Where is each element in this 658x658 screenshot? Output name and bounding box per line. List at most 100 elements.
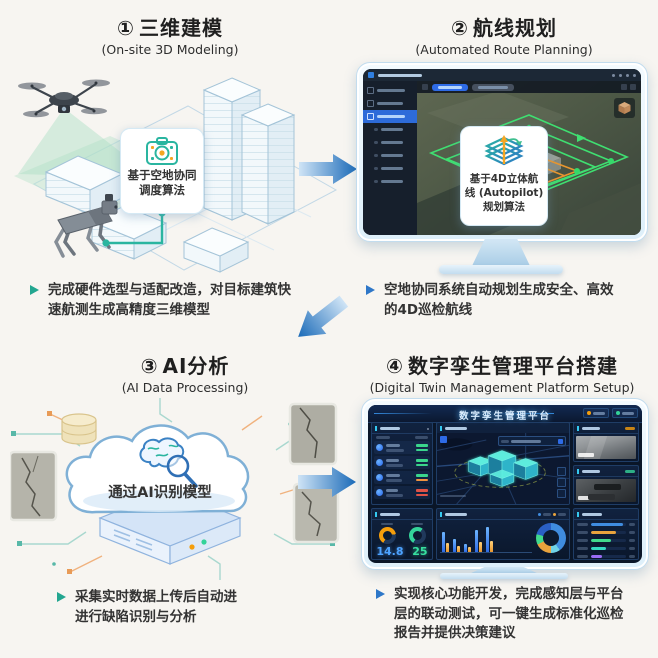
zoom-out-button[interactable] [557, 478, 566, 487]
toolbar-icon[interactable] [422, 84, 428, 90]
panel-camera-2 [573, 465, 639, 505]
card2-label-line3: 规划算法 [483, 201, 525, 213]
header-button-settings[interactable] [612, 408, 638, 418]
bullet-marker-icon [57, 592, 66, 602]
sidebar-subitem[interactable] [363, 136, 417, 149]
layer-select-button[interactable] [472, 83, 514, 91]
dashboard-screen: 数字孪生管理平台 [368, 405, 642, 563]
stat-value-2: 25 [412, 545, 428, 558]
card1-label-line2: 调度算法 [139, 183, 185, 197]
list-item[interactable] [374, 486, 430, 499]
map-zoom-controls[interactable] [557, 467, 566, 498]
scheduling-algorithm-card: 基于空地协同 调度算法 [120, 128, 204, 214]
flow-arrow-3 [298, 463, 356, 501]
bullet3-line1: 采集实时数据上传后自动进 [75, 589, 237, 605]
toolbar-icon[interactable] [630, 84, 636, 90]
dashboard-title: 数字孪生管理平台 [458, 411, 551, 422]
viewport-toolbar [417, 81, 641, 93]
topbar-icon[interactable] [619, 73, 622, 77]
bullet-marker-icon [30, 285, 39, 295]
monitor2-stand [472, 239, 530, 266]
sidebar-subitem[interactable] [363, 149, 417, 162]
ai-analysis-illustration [10, 398, 340, 580]
view-gizmo[interactable] [614, 98, 635, 118]
magnifier-icon [166, 454, 198, 488]
section4-bullet: 实现核心功能开发，完成感知层与平台 层的联动测试，可一键生成标准化巡检 报告并提… [376, 585, 651, 644]
topbar-icon[interactable] [612, 73, 615, 77]
dashboard-body: 14.8 25 [371, 422, 639, 560]
app-logo-icon [368, 72, 374, 78]
flow-arrow-icon [298, 295, 349, 337]
zoom-in-button[interactable] [557, 467, 566, 476]
crack-photo-2 [288, 402, 338, 466]
header-button-alerts[interactable] [583, 408, 609, 418]
gauge-orange [378, 527, 396, 544]
toolbar-icon[interactable] [621, 84, 627, 90]
topbar-icon[interactable] [633, 73, 636, 77]
progress-row [574, 537, 638, 544]
card2-label-line2: 线 (Autopilot) [464, 187, 544, 199]
bullet-marker-icon [366, 285, 375, 295]
card2-label-line1: 基于4D立体航 [469, 173, 539, 185]
sidebar-subitem[interactable] [363, 123, 417, 136]
sidebar-item[interactable] [363, 97, 417, 110]
panel-header [574, 509, 638, 520]
digital-twin-monitor: 数字孪生管理平台 [361, 398, 649, 570]
app-topbar [363, 69, 641, 81]
route-mode-button[interactable] [432, 83, 468, 91]
bullet4-line1: 实现核心功能开发，完成感知层与平台 [394, 586, 624, 602]
layers-route-icon [484, 135, 524, 166]
bar-chart [440, 522, 532, 553]
database-cylinder-icon [61, 413, 97, 445]
panel-device-stats: 14.8 25 [371, 508, 433, 560]
panel-analytics-chart [436, 508, 570, 560]
section4-number: ④ [386, 354, 404, 378]
flow-arrow-1 [299, 150, 357, 188]
section1-bullet: 完成硬件选型与适配改造，对目标建筑快 速航测生成高精度三维模型 [30, 281, 335, 320]
section2-number: ② [451, 16, 469, 40]
sidebar-subitem[interactable] [363, 162, 417, 175]
progress-row [574, 553, 638, 559]
city-map[interactable] [437, 433, 569, 504]
bullet-marker-icon [376, 589, 385, 599]
section2-bullet: 空地协同系统自动规划生成安全、高效 的4D巡检航线 [366, 281, 656, 320]
feed-caption [578, 453, 594, 457]
route-algorithm-card: 基于4D立体航 线 (Autopilot) 规划算法 [460, 126, 548, 226]
topbar-icon[interactable] [626, 73, 629, 77]
panel-camera-1 [573, 422, 639, 462]
stat-value-1: 14.8 [376, 545, 404, 558]
device-icon [376, 459, 383, 466]
sidebar-item-active[interactable] [363, 110, 417, 123]
camera-icon [146, 137, 178, 165]
panel-header [372, 509, 432, 520]
locate-button[interactable] [557, 489, 566, 498]
list-item[interactable] [374, 441, 430, 454]
sidebar-item[interactable] [363, 84, 417, 97]
flow-arrow-icon [298, 467, 356, 497]
bullet3-line2: 进行缺陷识别与分析 [75, 608, 197, 625]
section1-number: ① [117, 16, 135, 40]
monitor4-stand [469, 567, 539, 574]
topbar-actions[interactable] [612, 73, 636, 77]
panel-header [437, 509, 569, 520]
section4-subtitle: (Digital Twin Management Platform Setup) [369, 380, 635, 395]
list-item[interactable] [374, 471, 430, 484]
camera-feed-equipment[interactable] [576, 479, 636, 502]
list-item[interactable] [374, 456, 430, 469]
map-search-input[interactable] [498, 436, 566, 446]
settings-icon [616, 411, 620, 415]
section3-number: ③ [140, 354, 159, 378]
section1-subtitle: (On-site 3D Modeling) [101, 42, 239, 57]
bullet1-line1: 完成硬件选型与适配改造，对目标建筑快 [48, 282, 291, 298]
camera-feed-road[interactable] [576, 436, 636, 459]
header-decoration [374, 413, 432, 414]
cloud-label: 通过AI识别模型 [108, 485, 212, 501]
sidebar-subitem[interactable] [363, 175, 417, 188]
map-marker-icon[interactable] [440, 436, 447, 443]
ai-cloud-illustration [65, 424, 250, 514]
